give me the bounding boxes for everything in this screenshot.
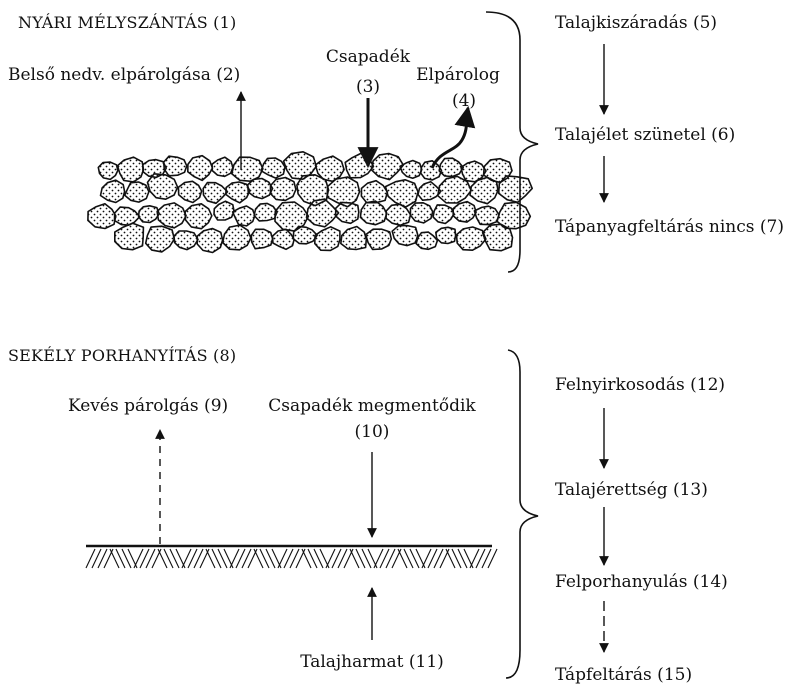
soil-clod — [125, 182, 149, 202]
coarse-soil-clods — [88, 152, 532, 253]
soil-clod — [223, 225, 251, 250]
bottom-result-3: Felporhanyulás (14) — [555, 572, 728, 592]
soil-clod — [418, 182, 441, 201]
soil-clod — [416, 232, 437, 249]
soil-clod — [438, 176, 471, 203]
soil-clod — [254, 203, 277, 221]
loose-layer-hatch — [86, 549, 497, 568]
soil-clod — [178, 181, 201, 202]
soil-clod — [421, 161, 442, 180]
soil-clod — [214, 201, 234, 220]
soil-clod — [115, 223, 144, 250]
soil-clod — [197, 229, 222, 253]
soil-clod — [88, 204, 116, 229]
precip-label-line1: Csapadék — [326, 47, 411, 67]
bottom-result-4: Tápfeltárás (15) — [555, 665, 692, 685]
soil-clod — [293, 226, 317, 243]
soil-clod — [386, 204, 410, 225]
soil-clod — [270, 178, 296, 201]
saved-precip-label-line1: Csapadék megmentődik — [268, 396, 476, 416]
soil-clod — [474, 206, 499, 224]
soil-clod — [315, 227, 340, 251]
precip-label-line2: (3) — [356, 77, 380, 97]
soil-clod — [212, 157, 233, 176]
soil-clod — [188, 156, 213, 181]
soil-clod — [146, 226, 175, 252]
soil-clod — [436, 227, 456, 243]
saved-precip-label-line2: (10) — [355, 422, 390, 442]
soil-clod — [226, 182, 250, 203]
soil-clod — [101, 180, 125, 202]
soil-clod — [392, 226, 418, 246]
soil-clod — [115, 207, 140, 225]
soil-clod — [148, 174, 178, 199]
top-result-3: Tápanyagfeltárás nincs (7) — [555, 217, 784, 237]
soil-clod — [164, 156, 187, 176]
top-title: NYÁRI MÉLYSZÁNTÁS (1) — [18, 12, 236, 32]
soil-clod — [273, 229, 295, 249]
dew-label: Talajharmat (11) — [300, 652, 444, 672]
soil-clod — [483, 224, 513, 250]
soil-clod — [157, 203, 186, 228]
soil-clod — [261, 158, 285, 178]
soil-clod — [499, 176, 533, 202]
soil-clod — [361, 181, 387, 203]
soil-clod — [439, 158, 463, 176]
soil-clod — [203, 183, 227, 204]
soil-clod — [371, 154, 403, 180]
bottom-result-1: Felnyirkosodás (12) — [555, 375, 725, 395]
top-result-1: Talajkiszáradás (5) — [555, 13, 717, 33]
soil-clod — [233, 206, 255, 226]
soil-clod — [118, 157, 144, 182]
soil-clod — [185, 204, 212, 229]
soil-clod — [336, 202, 359, 223]
soil-clod — [453, 202, 476, 223]
soil-clod — [386, 180, 419, 207]
soil-clod — [341, 227, 367, 250]
top-result-2: Talajélet szünetel (6) — [555, 125, 735, 145]
soil-clod — [410, 203, 432, 223]
soil-clod — [360, 201, 386, 225]
soil-clod — [366, 229, 392, 249]
soil-clod — [139, 206, 160, 223]
evaporates-label-line1: Elpárolog — [416, 65, 500, 85]
inner-evaporation-label: Belső nedv. elpárolgása (2) — [8, 65, 240, 85]
low-evaporation-label: Kevés párolgás (9) — [68, 396, 228, 416]
soil-clod — [251, 229, 272, 248]
bottom-brace — [506, 350, 538, 678]
soil-clod — [98, 162, 118, 179]
soil-clod — [232, 157, 263, 181]
soil-clod — [307, 199, 339, 227]
bottom-title: SEKÉLY PORHANYÍTÁS (8) — [8, 345, 236, 365]
soil-clod — [433, 205, 454, 224]
bottom-result-2: Talajérettség (13) — [555, 480, 708, 500]
soil-clod — [400, 161, 422, 179]
soil-clod — [174, 231, 198, 250]
soil-clod — [457, 227, 486, 250]
soil-clod — [248, 179, 273, 199]
evaporates-label-line2: (4) — [452, 91, 476, 111]
